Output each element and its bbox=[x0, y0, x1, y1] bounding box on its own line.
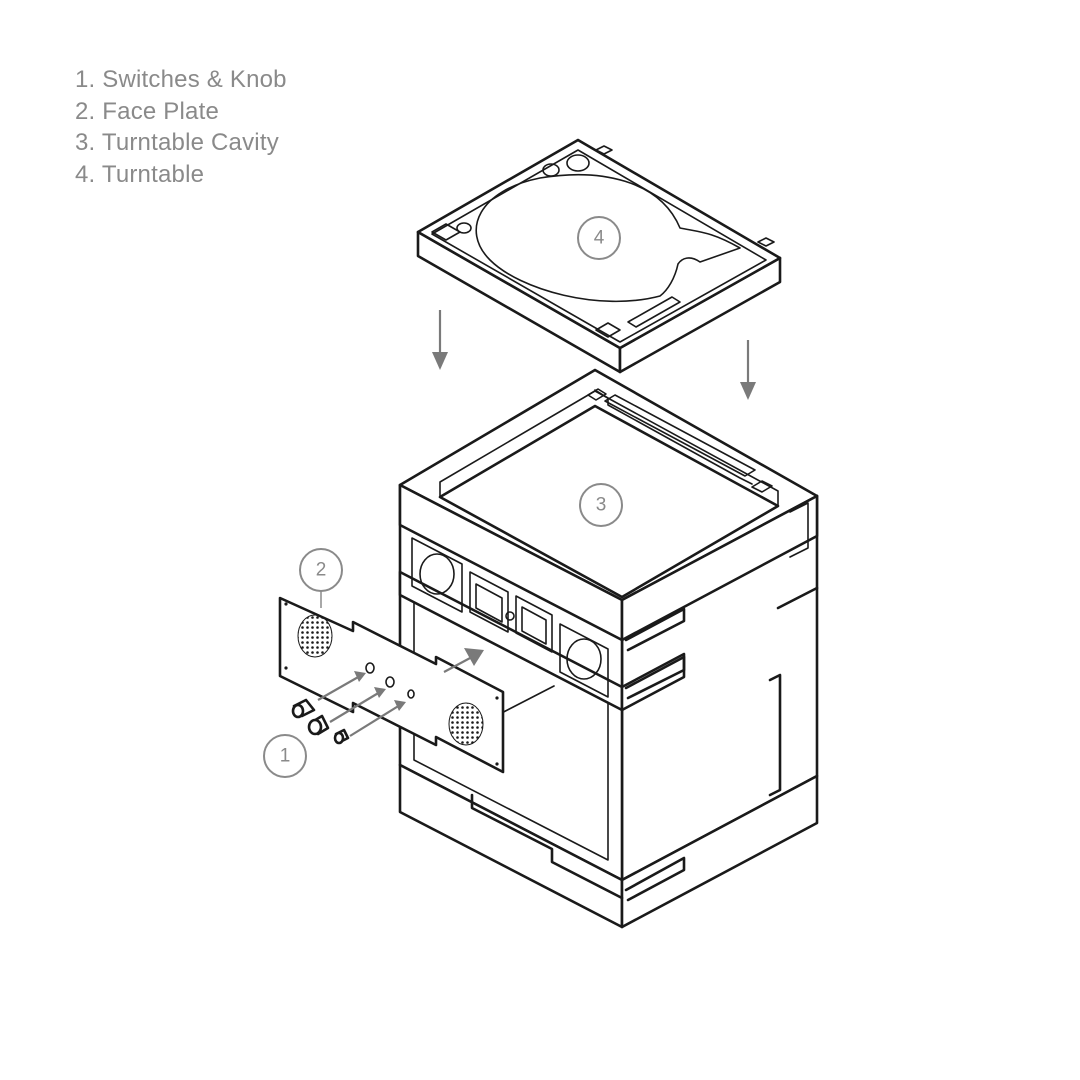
speaker-grill-left bbox=[297, 614, 333, 658]
knob bbox=[307, 714, 330, 736]
cabinet-top-band-side bbox=[620, 494, 819, 642]
turntable-knob-small bbox=[542, 163, 560, 177]
callout-switches: 1 bbox=[263, 734, 307, 778]
arrow-turntable-down-right bbox=[740, 340, 756, 400]
arrow-turntable-down-left bbox=[432, 310, 448, 370]
turntable-platter bbox=[475, 173, 741, 303]
callout-label-switches: 1 bbox=[280, 746, 291, 767]
arrow-switch-2 bbox=[349, 700, 406, 737]
cabinet-bottom-band-side bbox=[620, 774, 819, 929]
speaker-cutout-right bbox=[559, 623, 609, 698]
arrow-faceplate-in bbox=[443, 648, 484, 673]
speaker-cutout-left bbox=[411, 537, 463, 613]
callout-face-plate: 2 bbox=[299, 548, 343, 608]
cabinet-body bbox=[398, 368, 819, 929]
legend-item-turntable: 4. Turntable bbox=[75, 160, 205, 188]
switch-2 bbox=[333, 728, 350, 745]
face-plate-panel bbox=[278, 596, 505, 774]
legend-item-turntable-cavity: 3. Turntable Cavity bbox=[75, 129, 279, 156]
assembly-arrows bbox=[317, 310, 756, 737]
legend-item-switches-knob: 1. Switches & Knob bbox=[75, 66, 287, 93]
speaker-grill-right bbox=[448, 702, 484, 746]
callout-label-face-plate: 2 bbox=[316, 560, 327, 581]
control-cutouts bbox=[469, 571, 553, 653]
arrow-switch-1 bbox=[317, 671, 366, 701]
switch-1 bbox=[291, 698, 316, 719]
callout-cavity: 3 bbox=[579, 483, 623, 527]
switches-and-knob bbox=[291, 698, 350, 745]
callout-label-cavity: 3 bbox=[596, 495, 607, 516]
callout-label-turntable: 4 bbox=[594, 228, 605, 249]
legend-item-face-plate: 2. Face Plate bbox=[75, 97, 220, 125]
parts-legend: 1. Switches & Knob 2. Face Plate 3. Turn… bbox=[75, 64, 287, 190]
face-plate bbox=[278, 596, 505, 774]
callout-turntable: 4 bbox=[577, 216, 621, 260]
turntable-knob-large bbox=[566, 154, 590, 172]
arrow-knob bbox=[329, 687, 386, 723]
